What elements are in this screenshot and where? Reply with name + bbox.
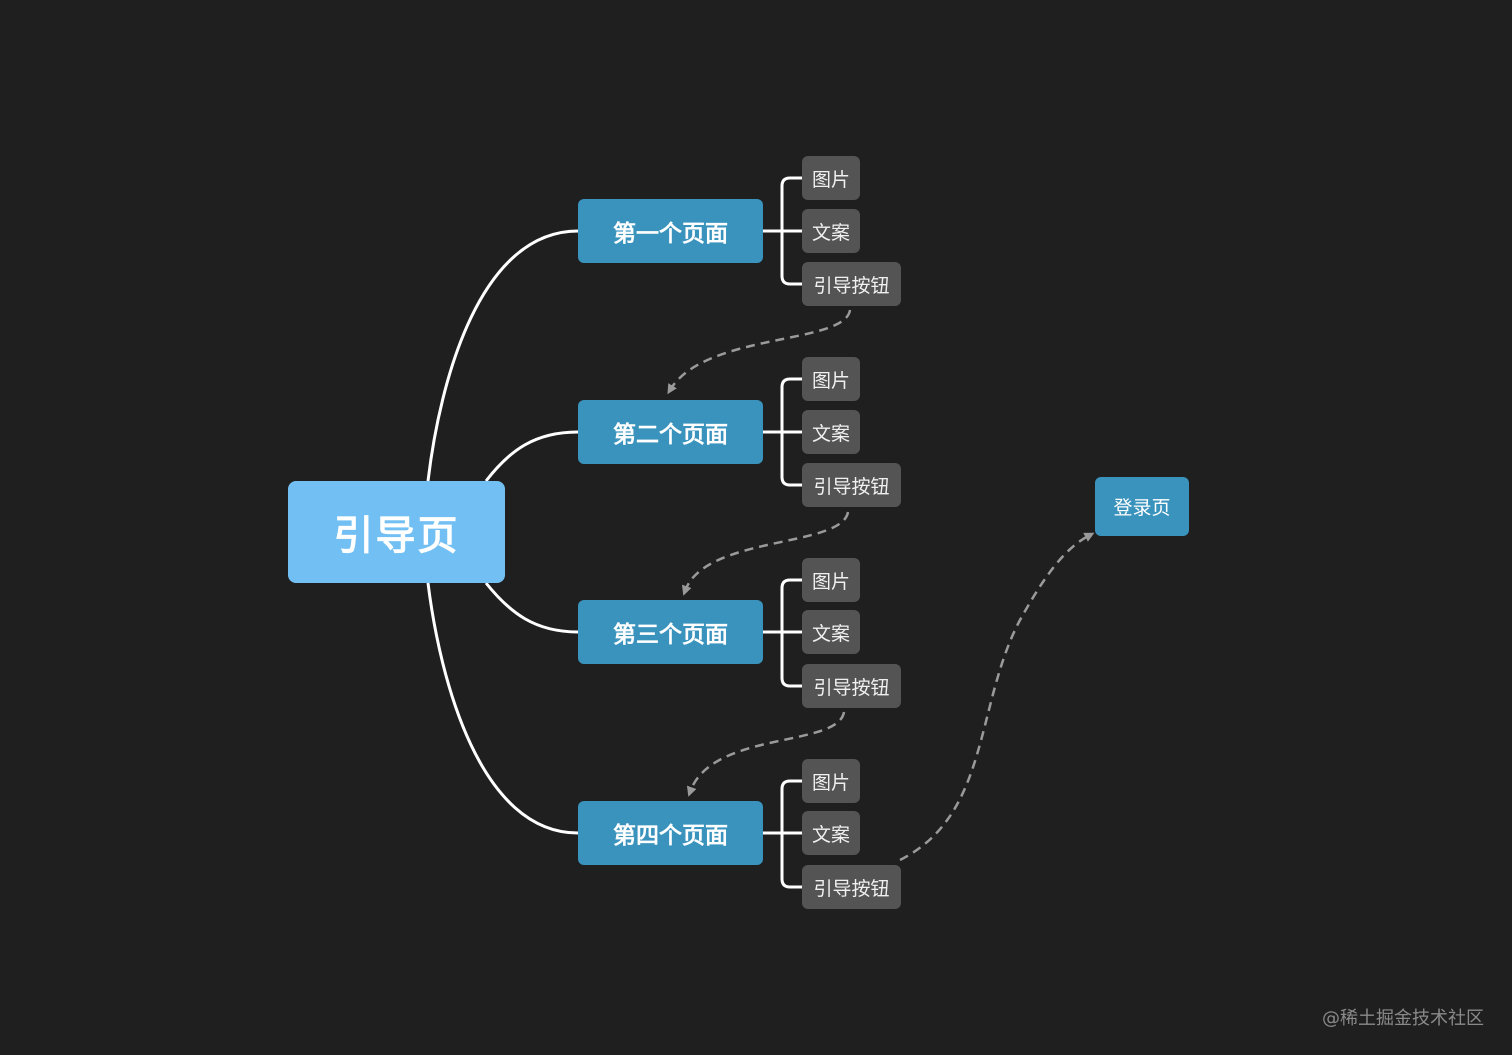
page-node-3[interactable]: 第三个页面	[578, 600, 763, 664]
leaf-button-4[interactable]: 引导按钮	[802, 865, 901, 909]
root-node[interactable]: 引导页	[288, 481, 505, 583]
leaf-image-4[interactable]: 图片	[802, 759, 860, 803]
edge-root-page-2	[484, 430, 579, 482]
watermark: @稀土掘金技术社区	[1322, 1008, 1484, 1029]
leaf-image-1[interactable]: 图片	[802, 156, 860, 200]
flow-arrow-3-to-4	[686, 711, 846, 797]
leaf-button-2[interactable]: 引导按钮	[802, 463, 901, 507]
bracket-page-1	[763, 176, 802, 286]
login-node[interactable]: 登录页	[1095, 477, 1189, 536]
flow-arrow-4-to-login	[899, 532, 1095, 862]
page-node-1[interactable]: 第一个页面	[578, 199, 763, 263]
leaf-copy-2[interactable]: 文案	[802, 410, 860, 454]
leaf-button-3[interactable]: 引导按钮	[802, 664, 901, 708]
page-node-2[interactable]: 第二个页面	[578, 400, 763, 464]
edge-root-page-1	[426, 229, 579, 482]
leaf-copy-3[interactable]: 文案	[802, 610, 860, 654]
edge-root-page-4	[426, 582, 579, 835]
bracket-page-2	[763, 377, 802, 487]
bracket-page-3	[763, 578, 802, 688]
leaf-image-2[interactable]: 图片	[802, 357, 860, 401]
leaf-copy-1[interactable]: 文案	[802, 209, 860, 253]
page-node-4[interactable]: 第四个页面	[578, 801, 763, 865]
leaf-button-1[interactable]: 引导按钮	[802, 262, 901, 306]
leaf-image-3[interactable]: 图片	[802, 558, 860, 602]
flow-arrow-2-to-3	[681, 511, 850, 596]
edge-root-page-3	[484, 582, 579, 634]
leaf-copy-4[interactable]: 文案	[802, 811, 860, 855]
bracket-page-4	[763, 779, 802, 889]
